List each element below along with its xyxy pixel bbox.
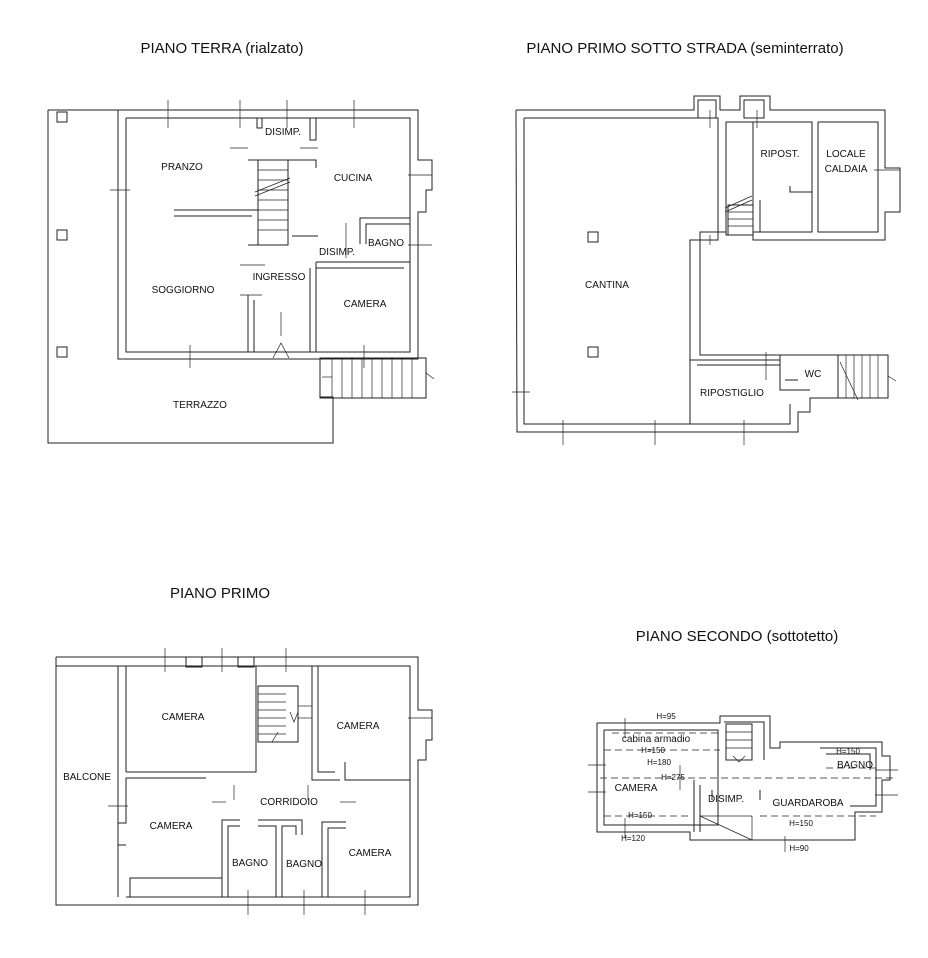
room-wc: WC (805, 369, 822, 380)
basement-outer-wall (515, 95, 901, 433)
room-guardaroba: GUARDAROBA (772, 798, 843, 809)
room-ripost: RIPOST. (761, 149, 800, 160)
column (56, 111, 68, 123)
height-h275: H=275 (661, 773, 685, 782)
room-camera-bl: CAMERA (150, 821, 193, 832)
second-floor-outer-wall (596, 715, 891, 841)
room-bagno: BAGNO (837, 760, 873, 771)
height-h150-b: H=150 (628, 811, 652, 820)
room-caldaia: CALDAIA (825, 164, 868, 175)
room-soggiorno: SOGGIORNO (152, 285, 215, 296)
height-h120: H=120 (621, 834, 645, 843)
room-camera-tr: CAMERA (337, 721, 380, 732)
column (56, 229, 68, 241)
house-outer-wall (118, 109, 433, 360)
house-inner-wall (125, 117, 411, 353)
room-cantina: CANTINA (585, 280, 629, 291)
external-stairs (319, 357, 427, 399)
title-basement-floor: PIANO PRIMO SOTTO STRADA (seminterrato) (526, 40, 843, 57)
height-h150-a: H=150 (641, 746, 665, 755)
height-h180: H=180 (647, 758, 671, 767)
height-h95: H=95 (656, 712, 676, 721)
height-h150-c: H=150 (789, 819, 813, 828)
room-bagno: BAGNO (368, 238, 404, 249)
basement-floor-plan: RIPOST. LOCALE CALDAIA CANTINA WC RIPOST… (512, 95, 901, 445)
height-h150-d: H=150 (836, 747, 860, 756)
title-first-floor: PIANO PRIMO (170, 585, 270, 602)
title-ground-floor: PIANO TERRA (rialzato) (140, 40, 303, 57)
stairs (257, 159, 289, 246)
room-corridoio: CORRIDOIO (260, 797, 318, 808)
title-second-floor: PIANO SECONDO (sottotetto) (636, 628, 839, 645)
room-balcone: BALCONE (63, 772, 111, 783)
room-locale: LOCALE (826, 149, 866, 160)
room-ingresso: INGRESSO (253, 272, 306, 283)
room-camera-tl: CAMERA (162, 712, 205, 723)
room-disimp: DISIMP. (708, 794, 744, 805)
room-cucina: CUCINA (334, 173, 373, 184)
room-disimp-top: DISIMP. (265, 127, 301, 138)
room-pranzo: PRANZO (161, 162, 203, 173)
first-floor-outer-wall (55, 656, 433, 906)
ground-floor-plan: PRANZO CUCINA DISIMP. DISIMP. BAGNO INGR… (47, 100, 435, 444)
room-ripostiglio: RIPOSTIGLIO (700, 388, 764, 399)
room-bagno-2: BAGNO (286, 859, 322, 870)
room-camera: CAMERA (615, 783, 658, 794)
room-camera: CAMERA (344, 299, 387, 310)
first-floor-plan: CAMERA CAMERA BALCONE CORRIDOIO CAMERA B… (55, 648, 433, 915)
room-bagno-1: BAGNO (232, 858, 268, 869)
room-cabina-armadio: cabina armadio (622, 734, 691, 745)
room-disimp-mid: DISIMP. (319, 247, 355, 258)
height-h90: H=90 (789, 844, 809, 853)
room-camera-br: CAMERA (349, 848, 392, 859)
column (56, 346, 68, 358)
second-floor-plan: H=95 cabina armadio H=150 H=180 H=275 CA… (588, 712, 898, 853)
room-terrazzo: TERRAZZO (173, 400, 227, 411)
